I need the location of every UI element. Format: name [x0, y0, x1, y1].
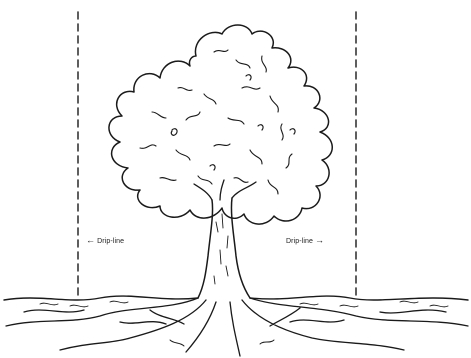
dripline-right-text: Drip-line [286, 238, 313, 245]
dripline-label-right: Drip-line → [286, 237, 324, 245]
arrow-right-icon: → [315, 235, 324, 245]
tree-branches [194, 180, 256, 200]
root-texture [40, 301, 448, 346]
dripline-label-left: ← Drip-line [86, 237, 124, 245]
canopy-texture [140, 50, 292, 194]
tree-roots [6, 298, 468, 356]
canopy-curls [171, 75, 295, 170]
dripline-left-text: Drip-line [97, 238, 124, 245]
trunk-bark [214, 214, 228, 284]
ground-line [4, 296, 468, 300]
arrow-left-icon: ← [86, 235, 95, 245]
